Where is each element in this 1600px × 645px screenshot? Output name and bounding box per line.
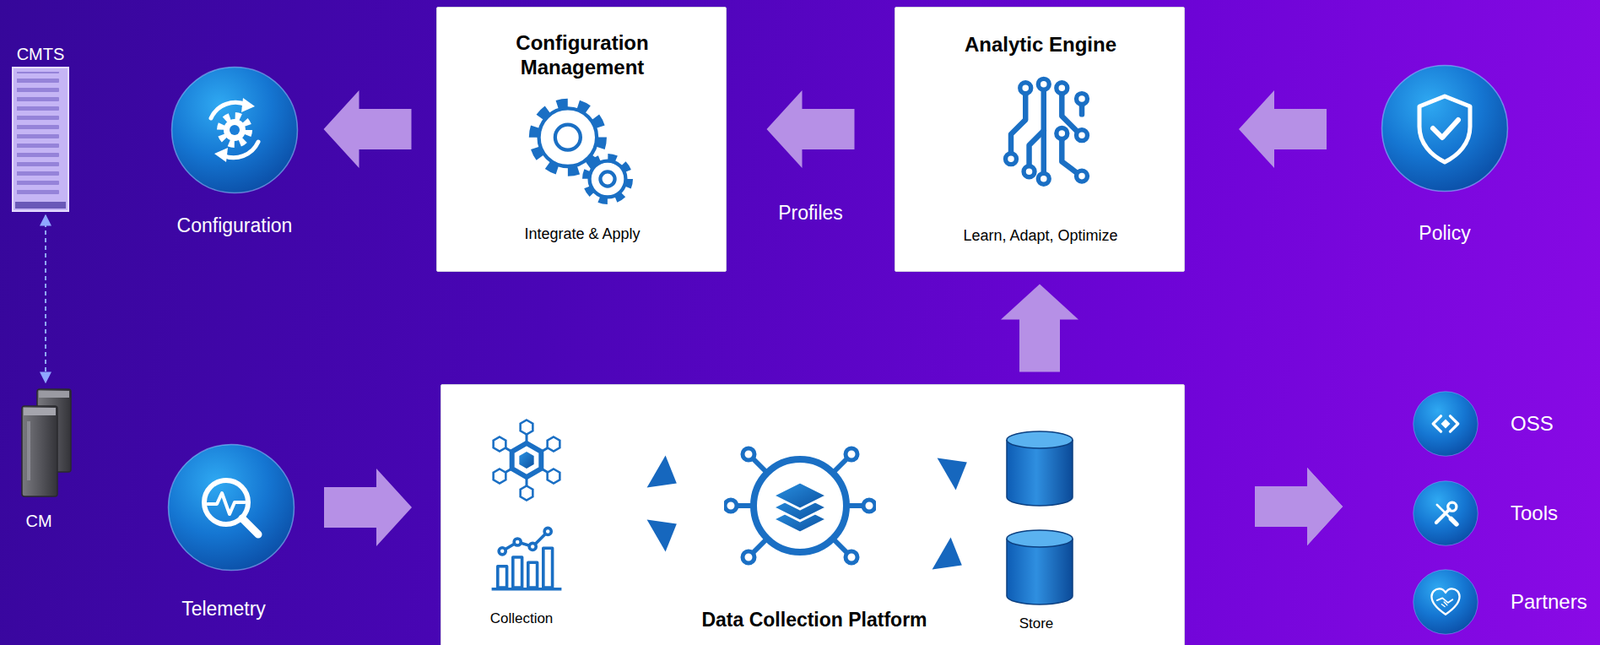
node-icon [1426, 493, 1465, 533]
icon-graphic [534, 103, 628, 200]
node-label: Integrate & Apply [524, 225, 640, 244]
cmts-device: CMTS [11, 66, 70, 212]
node-icon [898, 511, 980, 593]
node-icon [484, 417, 569, 503]
node-icon [903, 434, 985, 516]
circle-outline [1380, 64, 1509, 193]
edge-label: Profiles [778, 201, 844, 225]
icon-graphic [1006, 529, 1073, 605]
icon-graphic [625, 442, 687, 499]
platform-box: Collection Data Collection Platform Store [440, 383, 1185, 645]
icon-graphic [1436, 502, 1457, 525]
tools-circle: Tools [1412, 480, 1479, 546]
block-arrow [1254, 467, 1343, 546]
node-label: OSS [1510, 411, 1554, 437]
node-icon [20, 387, 74, 498]
node-icon [613, 496, 695, 578]
node-label: Store [1019, 615, 1055, 633]
node-title: Analytic Engine [964, 32, 1117, 58]
icon-graphic [12, 67, 69, 211]
block-arrow [324, 90, 412, 168]
node-label: CM [25, 510, 52, 531]
block-arrow [1254, 467, 1343, 546]
node-label: Partners [1510, 589, 1588, 615]
node-label: Configuration [177, 214, 293, 238]
node-icon [1005, 429, 1075, 508]
process-box: Analytic EngineLearn, Adapt, Optimize [894, 6, 1185, 272]
circle-fill [168, 444, 295, 571]
node-icon [1426, 404, 1465, 444]
cm-device: CM [20, 387, 74, 498]
configuration-circle: Configuration [170, 65, 299, 195]
icon-graphic [210, 97, 259, 163]
node-title: Configuration Management [472, 31, 692, 81]
icon-graphic [493, 420, 561, 501]
icon-graphic [204, 480, 259, 535]
icon-graphic [915, 445, 977, 503]
oss-circle: OSS [1412, 390, 1479, 457]
icon-graphic [910, 524, 972, 581]
icon-graphic [21, 389, 71, 497]
icon-graphic [491, 527, 563, 589]
circle-fill [1413, 391, 1478, 456]
node-icon [518, 90, 646, 217]
node-label: Learn, Adapt, Optimize [962, 227, 1118, 246]
dashed-link [44, 215, 47, 383]
circle-fill [1382, 65, 1509, 192]
icon-graphic [1419, 96, 1471, 163]
node-title: Data Collection Platform [701, 608, 927, 633]
block-arrow [324, 468, 412, 546]
block-arrow [1000, 284, 1079, 373]
policy-circle: Policy [1380, 64, 1509, 193]
node-icon [987, 74, 1106, 193]
node-label: Tools [1510, 501, 1558, 526]
node-icon [11, 66, 70, 212]
partners-circle: Partners [1412, 568, 1479, 635]
icon-graphic [625, 507, 687, 564]
block-arrow [767, 90, 855, 168]
node-icon [1005, 528, 1075, 606]
circle-fill [172, 67, 298, 194]
telemetry-circle: Telemetry [167, 443, 296, 572]
icon-graphic [1005, 78, 1088, 184]
icon-graphic [724, 448, 876, 563]
node-icon [488, 518, 565, 595]
icon-graphic [1432, 416, 1458, 432]
node-icon [189, 464, 274, 550]
node-label: Policy [1418, 221, 1471, 246]
icon-graphic [1006, 431, 1073, 506]
icon-graphic [1431, 588, 1460, 614]
node-label: Collection [490, 610, 554, 628]
node-icon [724, 429, 876, 582]
node-icon [192, 87, 277, 173]
node-icon [613, 429, 695, 511]
node-label: CMTS [16, 43, 65, 65]
block-arrow [1238, 90, 1327, 168]
node-icon [1426, 582, 1465, 622]
block-arrow [1254, 467, 1343, 546]
circle-outline [1412, 568, 1479, 635]
circle-fill [1413, 481, 1478, 546]
circle-fill [1413, 569, 1478, 634]
node-icon [1402, 86, 1487, 171]
process-box: Configuration ManagementIntegrate & Appl… [436, 6, 727, 272]
node-label: Telemetry [181, 597, 266, 622]
